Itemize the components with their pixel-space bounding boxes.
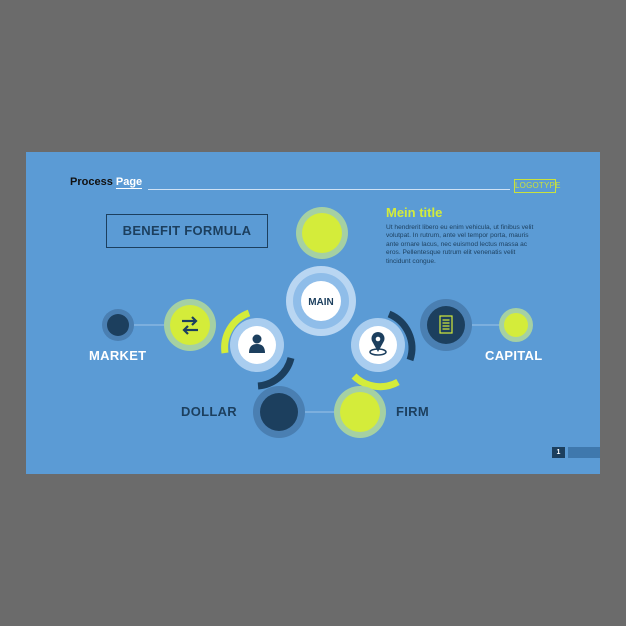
location-node	[351, 310, 416, 391]
main-node: MAIN	[286, 266, 356, 336]
header-title-part2: Page	[115, 176, 143, 189]
side-title: Mein title	[386, 205, 443, 220]
label-market: MARKET	[89, 348, 147, 363]
slide: Process Page LOGOTYPE BENEFIT FORMULA Me…	[26, 152, 600, 474]
header-divider	[148, 189, 510, 190]
header-title-part1: Process	[70, 176, 116, 188]
side-text: Ut hendrerit libero eu enim vehicula, ut…	[386, 224, 534, 265]
process-diagram: MAIN	[102, 207, 533, 438]
benefit-formula-box: BENEFIT FORMULA	[106, 214, 268, 248]
label-dollar: DOLLAR	[181, 404, 237, 419]
logotype: LOGOTYPE	[514, 179, 560, 193]
person-node	[221, 309, 295, 390]
market-node	[102, 309, 134, 341]
top-yellow-node	[296, 207, 348, 259]
exchange-node	[164, 299, 216, 351]
exchange-arrows-icon	[182, 316, 198, 335]
main-label: MAIN	[308, 297, 334, 308]
page-bar	[568, 447, 600, 458]
page-number: 1	[552, 447, 565, 458]
label-capital: CAPITAL	[485, 348, 543, 363]
connector-lines	[132, 324, 500, 413]
capital-node	[499, 308, 533, 342]
dollar-node	[253, 386, 305, 438]
firm-node	[334, 386, 386, 438]
person-icon	[249, 334, 265, 353]
document-icon	[439, 315, 453, 334]
label-firm: FIRM	[396, 404, 429, 419]
header-title: Process Page	[70, 176, 143, 189]
location-pin-icon	[369, 332, 387, 356]
document-node	[420, 299, 472, 351]
